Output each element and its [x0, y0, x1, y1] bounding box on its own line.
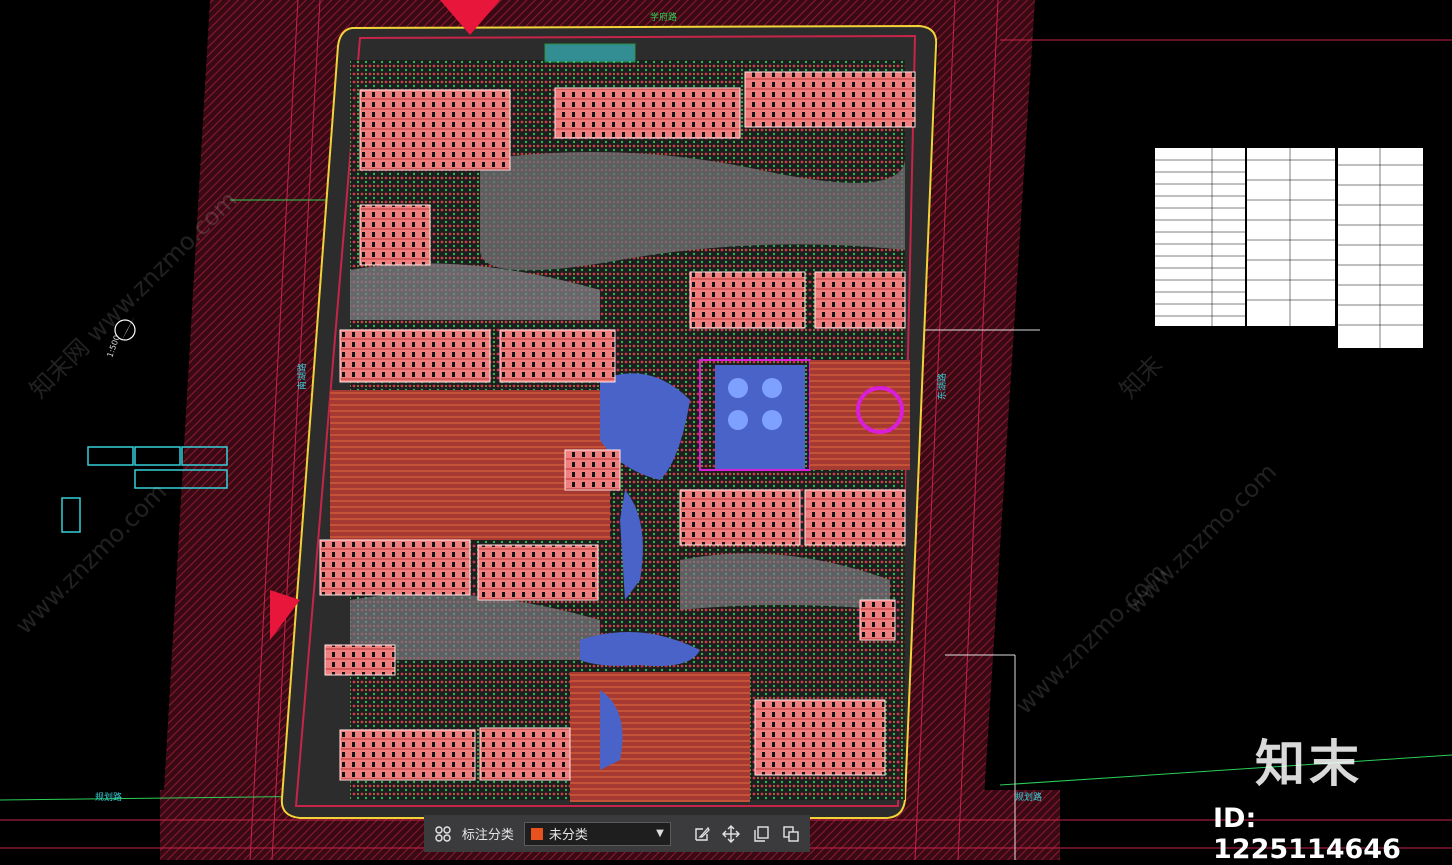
- category-select[interactable]: 未分类 ▼: [523, 821, 671, 846]
- road-label-right: 东湖路: [936, 373, 948, 400]
- copy-icon: [754, 825, 769, 842]
- entry-water-strip: [544, 43, 636, 63]
- central-plaza-paving: [330, 390, 610, 540]
- north-arrow: [114, 316, 136, 342]
- grid-menu-button[interactable]: [430, 821, 456, 847]
- image-id-watermark: ID: 1225114646: [1213, 803, 1401, 865]
- road-label-bottom-right: 规划路: [1015, 791, 1042, 803]
- paste-icon: [783, 825, 799, 842]
- paste-button[interactable]: [778, 821, 804, 847]
- residential-buildings: [319, 71, 916, 781]
- brand-watermark: 知末: [1255, 735, 1363, 793]
- water-features: [580, 365, 805, 770]
- chevron-down-icon: ▼: [656, 828, 664, 839]
- category-select-value: 未分类: [548, 828, 588, 843]
- schedule-tables: [1155, 148, 1423, 348]
- edit-icon: [694, 826, 710, 841]
- road-label-bottom-left: 规划路: [95, 791, 122, 803]
- dimension-lines: [920, 329, 1040, 860]
- category-color-swatch: [530, 827, 543, 840]
- courtyard-feature: [699, 359, 910, 471]
- road-label-top: 学府路: [650, 11, 677, 23]
- entrance-markers: [270, 0, 500, 640]
- annotation-toolbar: 标注分类 未分类 ▼: [424, 815, 810, 852]
- legend-boxes: [61, 446, 228, 533]
- south-plaza-paving: [570, 672, 750, 802]
- move-icon: [722, 824, 741, 843]
- copy-button[interactable]: [748, 821, 774, 847]
- annotation-category-label: 标注分类: [461, 828, 514, 843]
- grid-icon: [435, 825, 451, 842]
- edit-button[interactable]: [689, 821, 715, 847]
- road-label-left: 南湖路: [296, 363, 308, 390]
- move-button[interactable]: [719, 821, 745, 847]
